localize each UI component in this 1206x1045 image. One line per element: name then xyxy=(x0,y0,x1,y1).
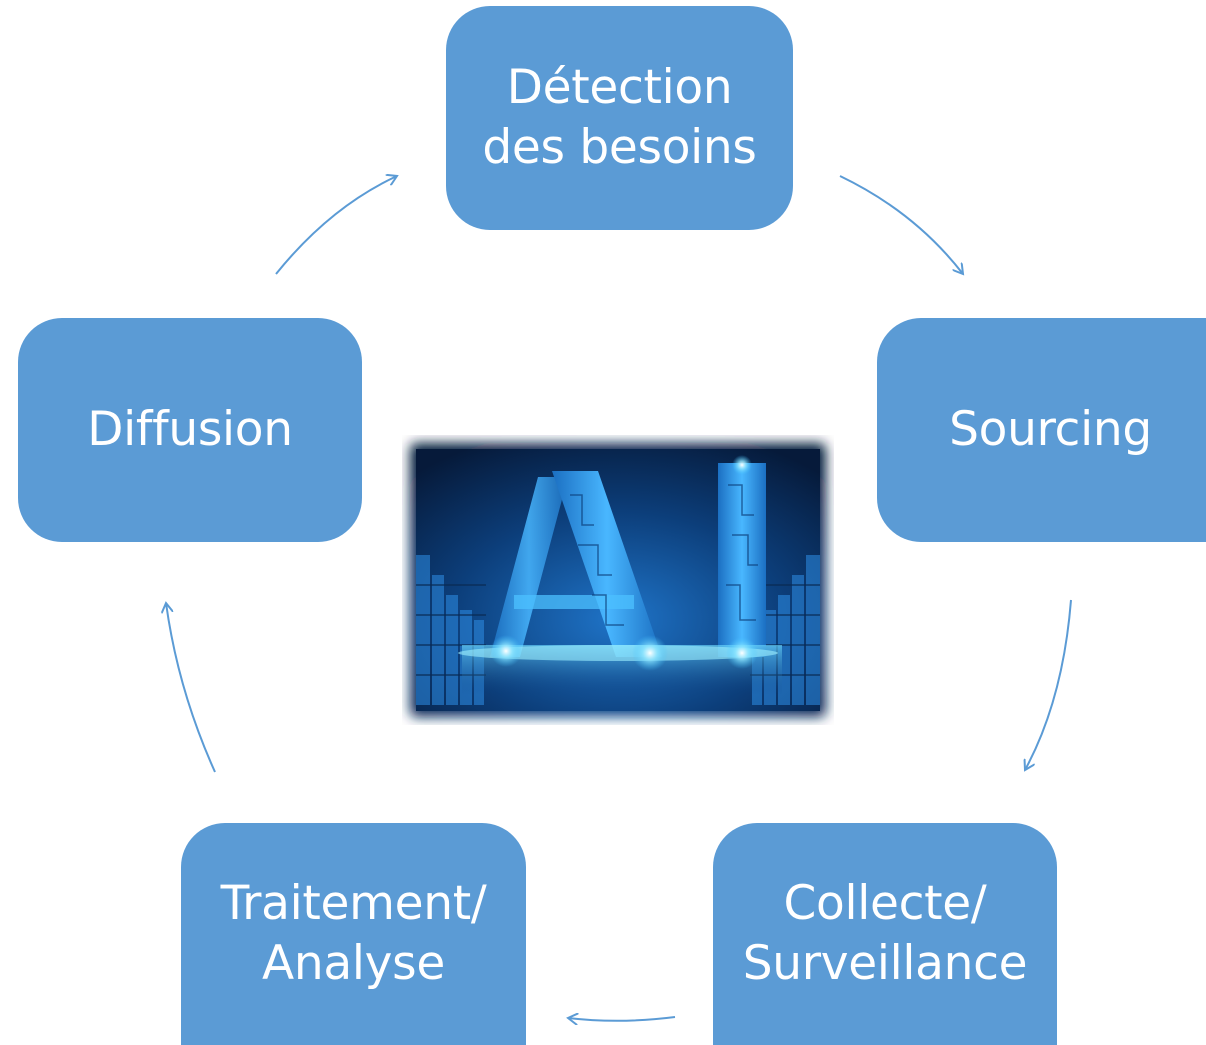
node-label-line: Diffusion xyxy=(87,402,293,457)
node-label-line: Sourcing xyxy=(949,402,1152,457)
node-diffusion: Diffusion xyxy=(18,318,362,542)
node-label-line: Surveillance xyxy=(742,936,1028,991)
node-collecte-surveillance: Collecte/ Surveillance xyxy=(713,823,1057,1045)
arrow-collecte-to-traitement xyxy=(568,1017,676,1021)
node-traitement-analyse: Traitement/ Analyse xyxy=(181,823,526,1045)
arrow-diffusion-to-detection xyxy=(275,176,397,275)
ai-letters-image xyxy=(402,435,834,725)
arrow-detection-to-sourcing xyxy=(839,175,963,274)
node-label-line: Collecte/ xyxy=(783,876,987,931)
arrow-sourcing-to-collecte xyxy=(1025,599,1072,770)
node-detection-des-besoins: Détection des besoins xyxy=(446,6,793,230)
node-label-line: Détection xyxy=(506,60,733,115)
node-label-line: Analyse xyxy=(262,936,445,991)
node-sourcing: Sourcing xyxy=(877,318,1206,542)
node-label-line: Traitement/ xyxy=(220,876,487,931)
arrow-traitement-to-diffusion xyxy=(166,603,216,773)
node-label-line: des besoins xyxy=(482,120,757,175)
